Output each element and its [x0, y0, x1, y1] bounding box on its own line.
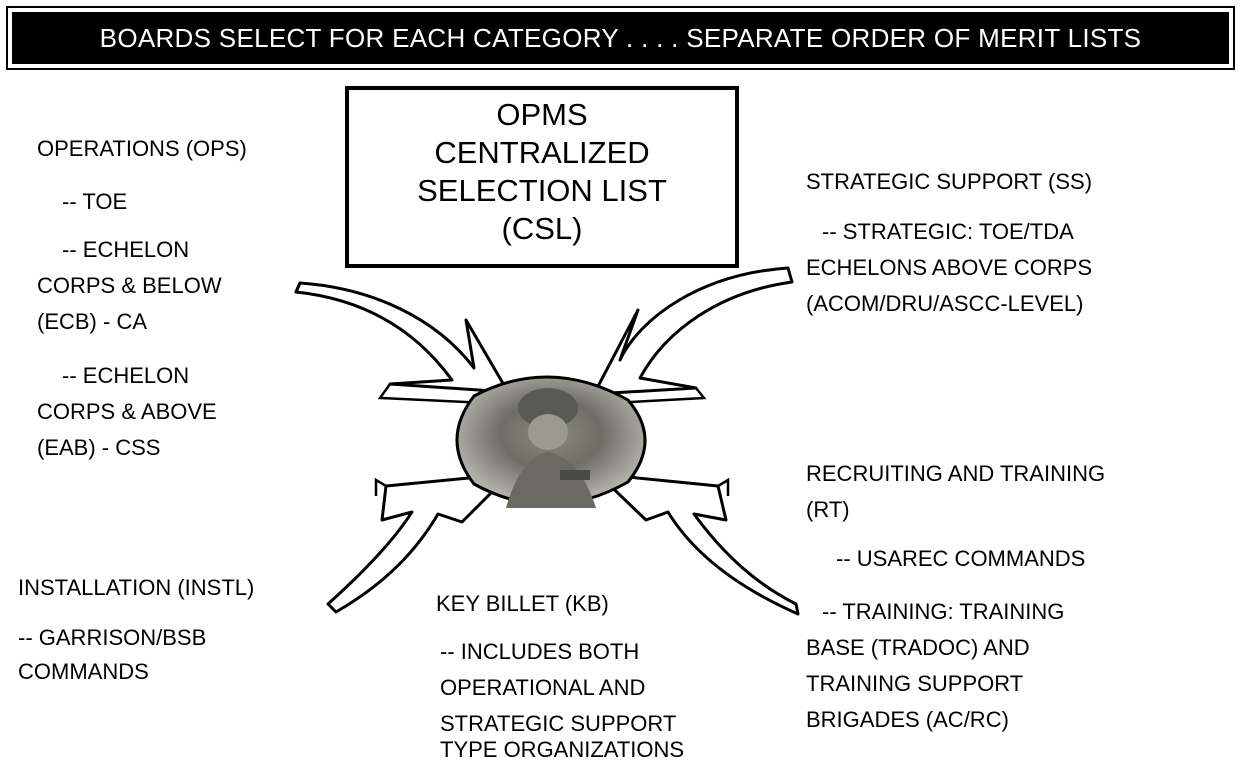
- key-billet-line: TYPE ORGANIZATIONS: [440, 737, 685, 762]
- recruiting-training-line: -- TRAINING: TRAINING: [822, 599, 1065, 624]
- key-billet-line: STRATEGIC SUPPORT: [440, 711, 677, 736]
- key-billet-heading: KEY BILLET (KB): [436, 591, 609, 616]
- arrow-lower-left: [326, 472, 512, 614]
- arrow-upper-right: [592, 266, 794, 406]
- operations-toe: -- TOE: [62, 189, 128, 214]
- arrow-upper-left: [294, 281, 510, 406]
- recruiting-training-line: BRIGADES (AC/RC): [806, 707, 1009, 732]
- recruiting-training-usarec: -- USAREC COMMANDS: [836, 546, 1086, 571]
- strategic-support-line: -- STRATEGIC: TOE/TDA: [822, 219, 1074, 244]
- operations-ecb-line: -- ECHELON: [62, 237, 190, 262]
- title-banner: BOARDS SELECT FOR EACH CATEGORY . . . . …: [6, 6, 1235, 70]
- recruiting-training-line: TRAINING SUPPORT: [806, 671, 1024, 696]
- csl-line: OPMS: [496, 97, 588, 132]
- strategic-support-line: ECHELONS ABOVE CORPS: [806, 255, 1093, 280]
- recruiting-training-line: BASE (TRADOC) AND: [806, 635, 1030, 660]
- key-billet-line: OPERATIONAL AND: [440, 675, 646, 700]
- csl-line: CENTRALIZED: [434, 135, 650, 170]
- operations-ecb-line: (ECB) - CA: [37, 309, 147, 334]
- csl-line: (CSL): [501, 211, 583, 246]
- recruiting-training-heading: (RT): [806, 497, 850, 522]
- operations-eab-line: CORPS & ABOVE: [37, 399, 217, 424]
- csl-line: SELECTION LIST: [417, 173, 667, 208]
- arrow-lower-right: [596, 472, 800, 616]
- operations-eab-line: -- ECHELON: [62, 363, 190, 388]
- operations-heading: OPERATIONS (OPS): [37, 136, 247, 161]
- soldier-photo-icon: [455, 375, 647, 508]
- operations-ecb-line: CORPS & BELOW: [37, 273, 222, 298]
- csl-box: OPMS CENTRALIZED SELECTION LIST (CSL): [345, 86, 739, 268]
- installation-heading: INSTALLATION (INSTL): [18, 575, 255, 600]
- operations-eab-line: (EAB) - CSS: [37, 435, 161, 460]
- recruiting-training-heading: RECRUITING AND TRAINING: [806, 461, 1106, 486]
- installation-line: -- GARRISON/BSB: [18, 625, 207, 650]
- installation-line: COMMANDS: [18, 659, 149, 684]
- strategic-support-heading: STRATEGIC SUPPORT (SS): [806, 169, 1093, 194]
- strategic-support-line: (ACOM/DRU/ASCC-LEVEL): [806, 291, 1084, 316]
- banner-title: BOARDS SELECT FOR EACH CATEGORY . . . . …: [12, 12, 1229, 64]
- key-billet-line: -- INCLUDES BOTH: [440, 639, 640, 664]
